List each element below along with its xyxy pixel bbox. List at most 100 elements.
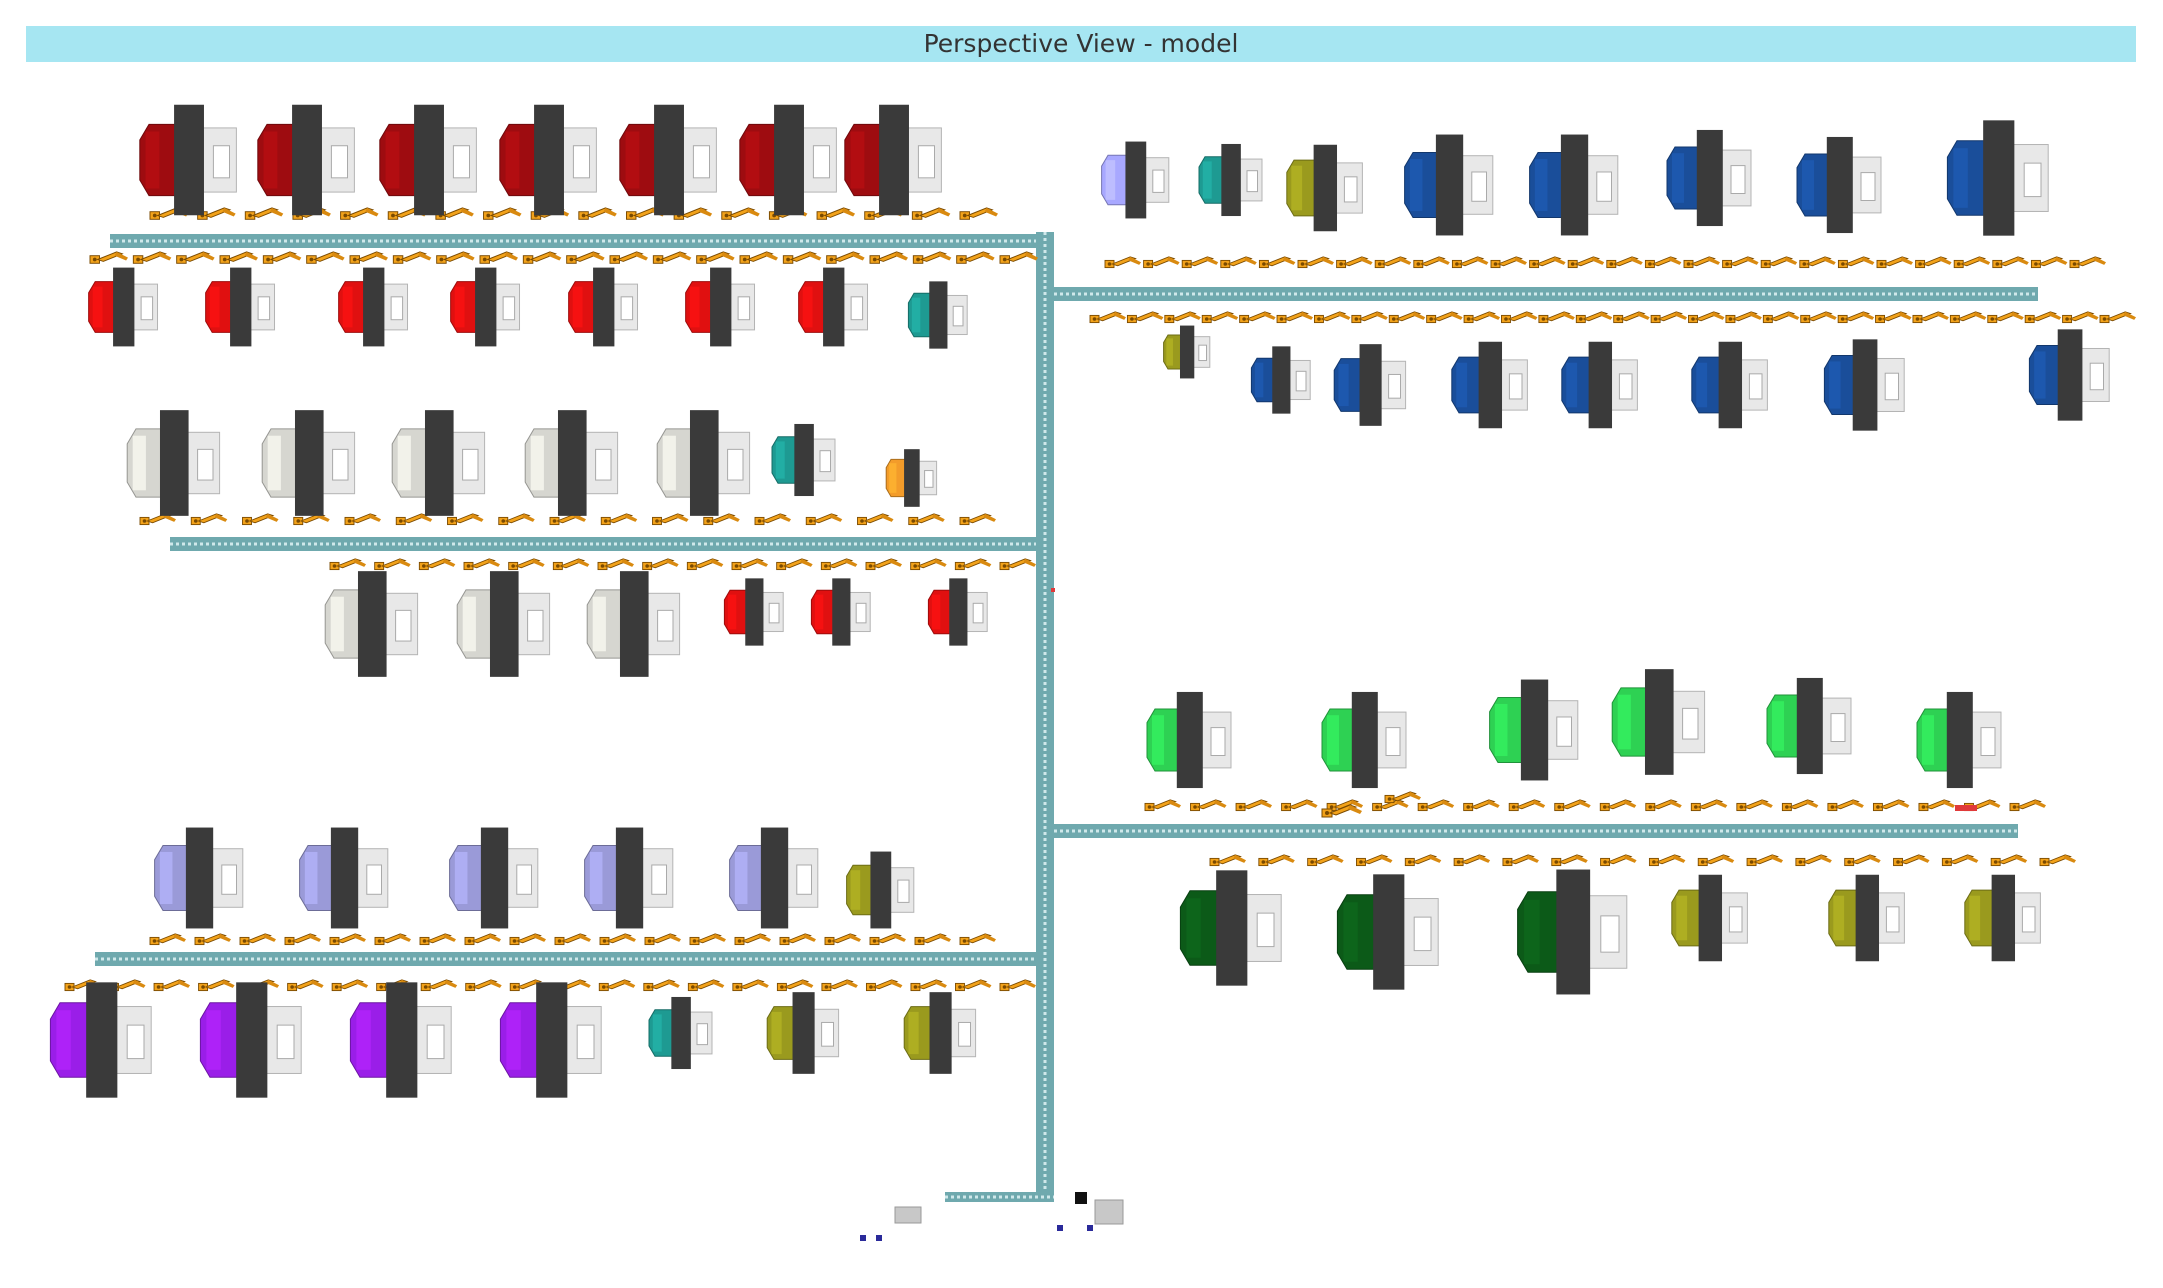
- robot-arm-icon[interactable]: [703, 513, 740, 526]
- robot-arm-icon[interactable]: [483, 207, 522, 220]
- robot-arm-icon[interactable]: [599, 933, 636, 946]
- main-trunk-conveyor[interactable]: [1036, 232, 1054, 1200]
- machine-zone-1-bottom-row-3[interactable]: [338, 267, 409, 347]
- machine-zone-5-top-row-3[interactable]: [1489, 679, 1579, 781]
- robot-arm-icon[interactable]: [1554, 799, 1591, 812]
- robot-arm-icon[interactable]: [1258, 854, 1295, 867]
- robot-arm-icon[interactable]: [721, 207, 760, 220]
- robot-arm-icon[interactable]: [578, 207, 617, 220]
- robot-arm-icon[interactable]: [1953, 256, 1991, 269]
- robot-arm-icon[interactable]: [1600, 854, 1637, 867]
- storage-box-icon[interactable]: [1094, 1199, 1124, 1225]
- robot-arm-icon[interactable]: [776, 558, 813, 571]
- robot-arm-icon[interactable]: [857, 513, 894, 526]
- machine-zone-4-top-row-1[interactable]: [1101, 141, 1170, 219]
- robot-arm-icon[interactable]: [739, 251, 778, 264]
- robot-arm-icon[interactable]: [1307, 854, 1344, 867]
- robot-arm-icon[interactable]: [910, 979, 947, 992]
- robot-arm-icon[interactable]: [1575, 311, 1613, 324]
- machine-zone-5-top-row-4[interactable]: [1611, 669, 1706, 775]
- robot-arm-icon[interactable]: [1941, 854, 1979, 867]
- robot-arm-icon[interactable]: [1209, 854, 1246, 867]
- robot-arm-icon[interactable]: [1453, 854, 1491, 867]
- machine-zone-2-top-row-4[interactable]: [524, 410, 619, 516]
- robot-arm-icon[interactable]: [1426, 311, 1463, 324]
- sink-box-icon[interactable]: [1075, 1192, 1087, 1204]
- robot-arm-icon[interactable]: [293, 513, 330, 526]
- machine-zone-1-bottom-row-6[interactable]: [685, 267, 756, 347]
- robot-arm-icon[interactable]: [522, 251, 562, 264]
- source-sink-area[interactable]: [860, 1192, 1124, 1241]
- robot-arm-icon[interactable]: [1297, 256, 1334, 269]
- robot-arm-icon[interactable]: [508, 558, 545, 571]
- robot-arm-icon[interactable]: [1949, 311, 1987, 324]
- machine-zone-1-top-row-5[interactable]: [619, 104, 717, 216]
- robot-arm-icon[interactable]: [340, 207, 379, 220]
- robot-arm-icon[interactable]: [1508, 799, 1546, 812]
- robot-arm-icon[interactable]: [1490, 256, 1527, 269]
- robot-arm-icon[interactable]: [689, 933, 726, 946]
- machine-zone-5-bottom-row-6[interactable]: [1964, 874, 2041, 962]
- machine-zone-4-top-row-6[interactable]: [1666, 129, 1752, 227]
- robot-arm-icon[interactable]: [1746, 854, 1784, 867]
- robot-arm-icon[interactable]: [908, 513, 945, 526]
- robot-arm-icon[interactable]: [287, 979, 324, 992]
- robot-arm-icon[interactable]: [686, 558, 724, 571]
- robot-arm-icon[interactable]: [153, 979, 191, 992]
- source-box-icon[interactable]: [894, 1206, 922, 1224]
- machine-zone-3-bottom-row-6[interactable]: [766, 992, 840, 1074]
- robot-arm-icon[interactable]: [1276, 311, 1314, 324]
- machine-zone-1-top-row-4[interactable]: [499, 104, 597, 216]
- robot-arm-icon[interactable]: [1336, 256, 1373, 269]
- robot-arm-icon[interactable]: [1992, 256, 2029, 269]
- robot-arm-icon[interactable]: [244, 207, 284, 220]
- robot-arm-icon[interactable]: [198, 979, 235, 992]
- robot-arm-icon[interactable]: [1799, 256, 1836, 269]
- robot-arm-icon[interactable]: [910, 558, 947, 571]
- machine-zone-5-bottom-row-4[interactable]: [1671, 874, 1748, 962]
- robot-arm-icon[interactable]: [2062, 311, 2099, 324]
- robot-arm-icon[interactable]: [1239, 311, 1276, 324]
- machine-zone-2-top-row-1[interactable]: [126, 410, 221, 516]
- robot-arm-icon[interactable]: [1502, 854, 1539, 867]
- conveyor-belt[interactable]: [1036, 232, 1054, 1200]
- robot-arm-icon[interactable]: [643, 979, 680, 992]
- robot-arm-icon[interactable]: [242, 513, 279, 526]
- robot-arm-icon[interactable]: [284, 933, 321, 946]
- robot-arm-icon[interactable]: [600, 513, 638, 526]
- machine-zone-1-bottom-row-5[interactable]: [568, 267, 639, 347]
- machine-zone-2-bottom-row-6[interactable]: [927, 578, 988, 646]
- machine-zone-2-top-row-2[interactable]: [261, 410, 356, 516]
- machine-zone-4-bottom-row-6[interactable]: [1691, 341, 1768, 429]
- robot-arm-icon[interactable]: [1725, 311, 1762, 324]
- machine-zone-3-top-row-1[interactable]: [154, 827, 244, 929]
- machine-zone-1-bottom-row-2[interactable]: [205, 267, 276, 347]
- robot-arm-icon[interactable]: [805, 513, 843, 526]
- robot-arm-icon[interactable]: [89, 251, 128, 264]
- robot-arm-icon[interactable]: [1697, 854, 1735, 867]
- robot-arm-icon[interactable]: [911, 207, 951, 220]
- robot-arm-icon[interactable]: [418, 558, 456, 571]
- robot-arm-icon[interactable]: [912, 251, 952, 264]
- robot-arm-icon[interactable]: [1281, 799, 1318, 812]
- robot-arm-icon[interactable]: [1837, 256, 1875, 269]
- machine-zone-3-top-row-2[interactable]: [299, 827, 389, 929]
- robot-arm-icon[interactable]: [554, 933, 591, 946]
- robot-arm-icon[interactable]: [734, 933, 771, 946]
- robot-arm-icon[interactable]: [824, 933, 861, 946]
- robot-arm-icon[interactable]: [782, 251, 822, 264]
- robot-arm-icon[interactable]: [999, 558, 1036, 571]
- robot-arm-icon[interactable]: [696, 251, 735, 264]
- robot-arm-icon[interactable]: [1451, 256, 1489, 269]
- machine-zone-2-top-row-3[interactable]: [391, 410, 486, 516]
- robot-arm-icon[interactable]: [1781, 799, 1819, 812]
- robot-arm-icon[interactable]: [1126, 311, 1164, 324]
- robot-arm-icon[interactable]: [955, 979, 992, 992]
- robot-arm-icon[interactable]: [1463, 799, 1500, 812]
- machine-zone-4-bottom-row-3[interactable]: [1333, 344, 1407, 426]
- robot-arm-icon[interactable]: [865, 558, 902, 571]
- robot-arm-icon[interactable]: [644, 933, 681, 946]
- robot-arm-icon[interactable]: [176, 251, 215, 264]
- robot-arm-icon[interactable]: [826, 251, 865, 264]
- machine-zone-1-bottom-row-1[interactable]: [88, 267, 159, 347]
